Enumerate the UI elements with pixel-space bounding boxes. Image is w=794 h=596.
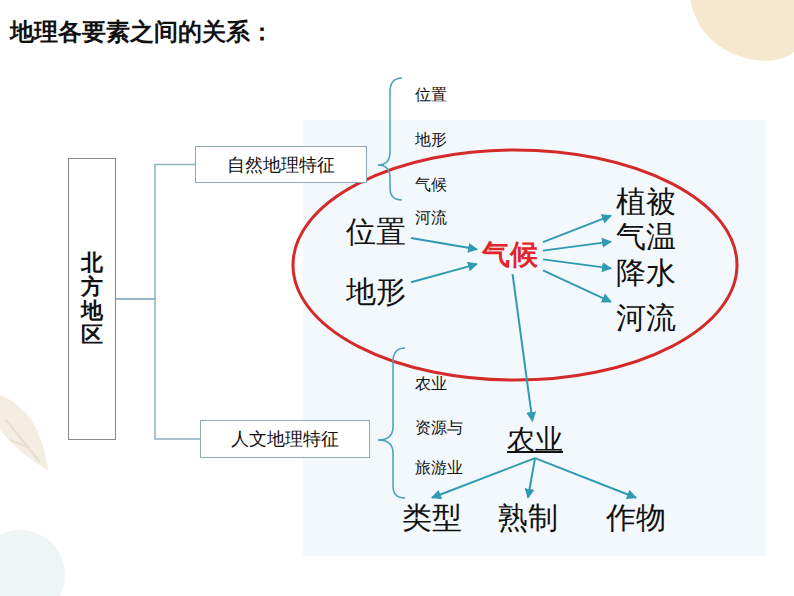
list-item-label: 位置: [415, 86, 447, 104]
corner-circle: [0, 530, 65, 596]
factor-text: 降水: [614, 256, 678, 291]
arrow-connector: [513, 274, 533, 421]
node-text: 位置: [346, 215, 406, 250]
key-factor-text: 气候: [480, 239, 540, 271]
node-text: 人文地理特征: [231, 427, 339, 451]
node-text: 气温: [616, 220, 676, 255]
arrow-connector: [528, 458, 535, 498]
factor-text: 植被: [614, 185, 678, 220]
factor-text: 熟制: [496, 501, 560, 536]
node-text: 北方地区: [81, 251, 103, 348]
list-item-label: 资源与: [415, 419, 463, 437]
corner-blob: [690, 0, 794, 61]
category-box: 自然地理特征: [195, 146, 367, 183]
node-text: 气候: [482, 239, 538, 271]
bracket-line: [116, 299, 200, 439]
factor-text: 作物: [604, 501, 668, 536]
arrow-connector: [543, 270, 611, 302]
node-text: 农业: [507, 424, 563, 456]
node-text: 降水: [616, 256, 676, 291]
factor-text: 位置: [344, 215, 408, 250]
node-text: 植被: [616, 185, 676, 220]
factor-text: 河流: [614, 301, 678, 336]
curly-brace: [378, 348, 405, 498]
list-item-label: 农业: [415, 375, 447, 393]
node-text: 河流: [616, 301, 676, 336]
background-panel: [303, 120, 765, 556]
list-item-label: 气候: [415, 176, 447, 194]
leaf-vein: [6, 420, 40, 462]
arrow-connector: [411, 238, 477, 249]
highlight-ellipse: [293, 150, 737, 380]
category-box: 人文地理特征: [200, 420, 370, 458]
node-text: 自然地理特征: [227, 153, 335, 177]
node-text: 地形: [346, 275, 406, 310]
factor-text: 气温: [614, 220, 678, 255]
list-item-label: 河流: [415, 209, 447, 227]
bracket-line: [116, 165, 195, 300]
node-text: 作物: [606, 501, 666, 536]
factor-text: 地形: [344, 275, 408, 310]
node-text: 熟制: [498, 501, 558, 536]
arrow-connector: [543, 216, 611, 243]
leaf-decoration: [0, 395, 48, 470]
arrow-connector: [535, 458, 636, 498]
arrow-connector: [543, 242, 611, 251]
key-factor-text: 农业: [505, 424, 565, 456]
slide-title: 地理各要素之间的关系：: [10, 16, 274, 48]
factor-text: 类型: [400, 501, 464, 536]
list-item-label: 地形: [415, 131, 447, 149]
arrow-connector: [411, 264, 477, 282]
curly-brace: [378, 78, 402, 200]
region-box: 北方地区: [68, 158, 116, 440]
arrow-connector: [543, 259, 611, 268]
list-item-label: 旅游业: [415, 459, 463, 477]
node-text: 类型: [402, 501, 462, 536]
